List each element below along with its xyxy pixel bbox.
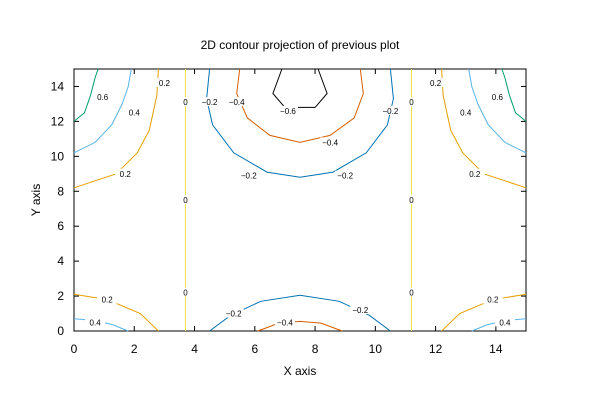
- x-tick-label: 2: [131, 342, 138, 356]
- contour-label-bg: [238, 170, 259, 180]
- contour-label: 0.4: [460, 109, 472, 118]
- contour-line-0.6: [73, 68, 99, 122]
- contour-labels: 0.6 0.6 0.4 0.4 0.4 0.4 0.2 0.2 0.2 0.2 0.2 0.2 0 0 0 0…: [85, 77, 515, 327]
- contour-label-bg: [277, 105, 298, 115]
- contour-label-bg: [223, 308, 244, 318]
- contour-label-bg: [401, 97, 422, 107]
- x-axis-label: X axis: [284, 364, 317, 378]
- y-tick-label: 4: [57, 254, 64, 268]
- contour-label: −0.2: [241, 172, 257, 181]
- contour-label: 0.2: [487, 296, 499, 305]
- contour-label-bg: [92, 91, 113, 101]
- contour-line-0.6: [501, 68, 527, 122]
- contour-label: 0.6: [492, 93, 504, 102]
- chart-title: 2D contour projection of previous plot: [201, 38, 400, 52]
- x-tick-label: 10: [369, 342, 383, 356]
- contour-label-bg: [350, 305, 371, 315]
- contour-label-bg: [175, 97, 196, 107]
- axis-ticks: 0 2 4 6 8 10 12 14 0 2 4 6 8 10 12 14: [51, 69, 526, 356]
- contour-label-bg: [464, 168, 485, 178]
- x-tick-label: 8: [312, 342, 319, 356]
- contour-label: 0: [183, 98, 188, 107]
- contour-label-bg: [425, 77, 446, 87]
- contour-label: 0.6: [97, 93, 109, 102]
- contour-label-bg: [401, 287, 422, 297]
- contour-line-0.4: [468, 68, 527, 154]
- contour-label: 0.4: [499, 318, 511, 327]
- contour-label-bg: [274, 317, 295, 327]
- contour-label: 0: [409, 289, 414, 298]
- contour-label-bg: [494, 317, 515, 327]
- contour-label: 0.2: [102, 296, 114, 305]
- contour-label: 0: [183, 289, 188, 298]
- contour-label-bg: [97, 294, 118, 304]
- y-axis-label: Y axis: [29, 184, 43, 216]
- contour-label: −0.2: [383, 107, 399, 116]
- y-tick-label: 10: [51, 149, 65, 163]
- x-tick-label: 14: [489, 342, 503, 356]
- y-tick-label: 14: [51, 79, 65, 93]
- contour-line-neg0.2: [206, 68, 394, 178]
- plot-frame: [73, 68, 527, 332]
- contour-label: −0.4: [322, 138, 338, 147]
- y-tick-label: 6: [57, 219, 64, 233]
- contour-label-bg: [124, 107, 145, 117]
- contour-label-bg: [320, 137, 341, 147]
- contour-label: 0.2: [430, 79, 442, 88]
- contour-label-bg: [85, 317, 106, 327]
- y-tick-label: 8: [57, 184, 64, 198]
- contour-label: 0.4: [129, 109, 141, 118]
- contour-label: 0.2: [469, 170, 481, 179]
- contour-label: 0: [183, 196, 188, 205]
- contour-label: −0.4: [229, 98, 245, 107]
- contour-label: −0.2: [202, 98, 218, 107]
- contour-line-0.2: [441, 68, 527, 189]
- contour-label-bg: [226, 97, 247, 107]
- contour-label: −0.6: [280, 107, 296, 116]
- contour-label-bg: [482, 294, 503, 304]
- contour-label-bg: [175, 195, 196, 204]
- x-tick-label: 12: [429, 342, 443, 356]
- contour-label-bg: [455, 107, 476, 117]
- contour-label-bg: [335, 170, 356, 180]
- x-tick-label: 4: [191, 342, 198, 356]
- contour-label-bg: [115, 168, 136, 178]
- contour-line-0.2: [441, 293, 527, 332]
- contour-label-bg: [154, 77, 175, 87]
- contour-label-bg: [487, 91, 508, 101]
- y-tick-label: 2: [57, 289, 64, 303]
- contour-label: 0.2: [120, 170, 132, 179]
- contour-line-neg0.6: [272, 68, 328, 108]
- contour-line-0.2: [73, 68, 159, 189]
- y-tick-label: 12: [51, 114, 65, 128]
- contour-line-0.4: [73, 68, 132, 154]
- contour-label-bg: [175, 287, 196, 297]
- contour-label: 0.2: [159, 79, 171, 88]
- contour-label: 0: [409, 98, 414, 107]
- contour-label: 0: [409, 196, 414, 205]
- contour-label-bg: [401, 195, 422, 204]
- contour-label: 0.4: [90, 318, 102, 327]
- x-tick-label: 0: [71, 342, 78, 356]
- x-tick-label: 6: [251, 342, 258, 356]
- contour-label: −0.4: [277, 318, 293, 327]
- contour-label: −0.2: [226, 310, 242, 319]
- contour-label: −0.2: [352, 306, 368, 315]
- contour-line-neg0.4: [257, 320, 343, 332]
- contour-label-bg: [199, 97, 220, 107]
- y-tick-label: 0: [57, 324, 64, 338]
- contour-line-0.2: [73, 293, 159, 332]
- contour-line-neg0.4: [236, 68, 364, 143]
- contour-label-bg: [380, 105, 401, 115]
- contour-label: −0.2: [337, 172, 353, 181]
